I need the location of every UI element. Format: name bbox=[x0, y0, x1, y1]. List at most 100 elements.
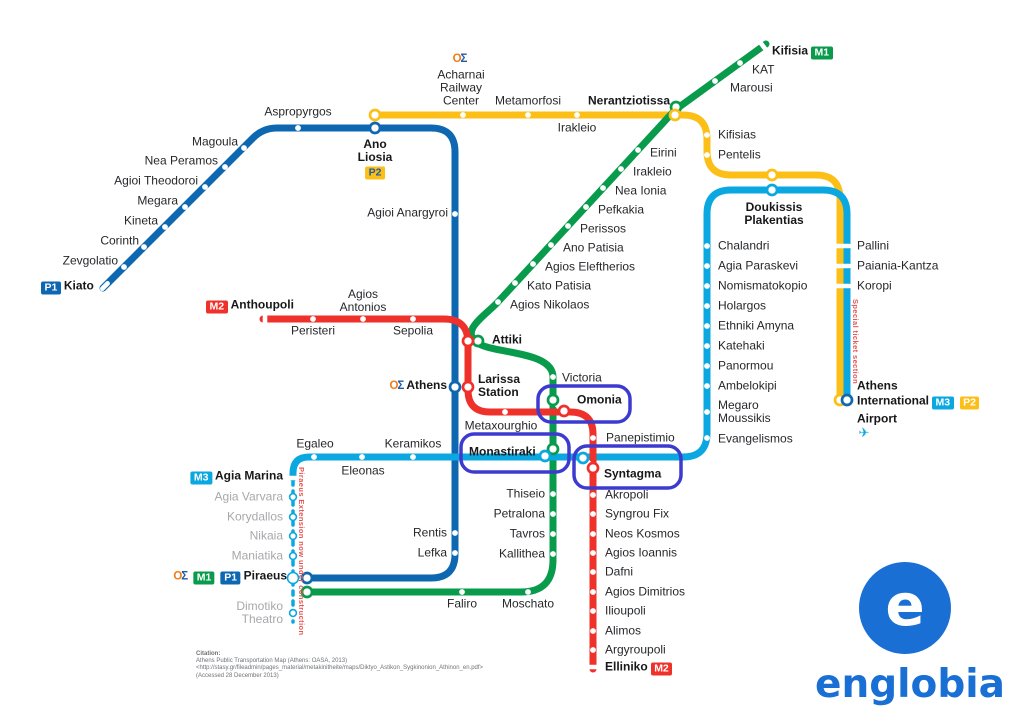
lbl-dimotiko-theatro-line: Dimotiko bbox=[236, 599, 283, 613]
lbl-nerantziotissa: Nerantziotissa bbox=[587, 93, 671, 108]
station-dot bbox=[121, 264, 127, 270]
station-dot bbox=[525, 112, 531, 118]
lbl-ambelokipi: Ambelokipi bbox=[718, 378, 777, 393]
station-dot bbox=[704, 323, 710, 329]
lbl-kato-patisia: Kato Patisia bbox=[527, 278, 592, 293]
lbl-eirini: Eirini bbox=[650, 145, 677, 160]
terminus-dash bbox=[287, 475, 299, 481]
lbl-nikaia: Nikaia bbox=[249, 528, 283, 543]
lbl-perissos: Perissos bbox=[580, 221, 627, 236]
ose-railway-logo-icon: OΣ bbox=[173, 570, 188, 583]
lbl-agioi-anargyroi: Agioi Anargyroi bbox=[367, 205, 448, 220]
station-dot bbox=[550, 531, 556, 537]
lbl-moschato: Moschato bbox=[501, 596, 555, 611]
ose-sigma: Σ bbox=[397, 380, 404, 392]
lbl-egaleo: Egaleo bbox=[296, 436, 334, 451]
station-dot bbox=[550, 374, 556, 380]
station-dot bbox=[704, 263, 710, 269]
station-dot bbox=[590, 647, 596, 653]
interchange-ring bbox=[840, 393, 854, 407]
lbl-ano-liosia-badge: P2 bbox=[362, 165, 388, 180]
lbl-rentis: Rentis bbox=[412, 525, 447, 540]
station-dot bbox=[502, 409, 508, 415]
lbl-acharnai-line: Railway bbox=[439, 80, 482, 95]
station-dot bbox=[704, 343, 710, 349]
airplane-icon: ✈ bbox=[858, 425, 870, 440]
lbl-lefka: Lefka bbox=[417, 545, 447, 560]
lbl-airport-line1: Athens bbox=[857, 378, 898, 393]
interchange-ring bbox=[586, 461, 600, 475]
lbl-agios-antonios-line: Agios bbox=[347, 287, 379, 301]
station-dot bbox=[459, 589, 465, 595]
lbl-megaro-moussikis-line: Moussikis bbox=[718, 411, 771, 425]
special-ticket-section-note: Special ticket section bbox=[851, 299, 860, 385]
station-dot bbox=[452, 211, 458, 217]
lbl-zevgolatio: Zevgolatio bbox=[62, 253, 118, 268]
terminus-dash bbox=[834, 283, 852, 289]
lbl-ilioupoli: Ilioupoli bbox=[605, 603, 646, 618]
lbl-ano-patisia: Ano Patisia bbox=[563, 240, 624, 255]
lbl-evangelismos: Evangelismos bbox=[718, 431, 793, 446]
station-dot bbox=[162, 224, 168, 230]
lbl-attiki: Attiki bbox=[492, 332, 522, 347]
lbl-syntagma: Syntagma bbox=[604, 466, 662, 481]
lbl-kallithea: Kallithea bbox=[498, 546, 545, 561]
station-dot bbox=[548, 242, 554, 248]
ose-o: O bbox=[389, 380, 398, 392]
station-dot bbox=[550, 511, 556, 517]
lbl-larissa-station-line: Larissa bbox=[478, 372, 521, 386]
station-dot bbox=[600, 185, 606, 191]
omonia-highlight-box bbox=[536, 384, 632, 424]
ose-sigma: Σ bbox=[181, 570, 188, 583]
lbl-neos-kosmos: Neos Kosmos bbox=[605, 526, 680, 541]
planned-station-ring bbox=[288, 492, 298, 502]
station-dot bbox=[590, 608, 596, 614]
lbl-metamorfosi: Metamorfosi bbox=[494, 93, 562, 108]
interchange-ring bbox=[546, 442, 560, 456]
station-dot bbox=[311, 454, 317, 460]
lbl-panepistimio: Panepistimio bbox=[606, 430, 675, 445]
interchange-ring bbox=[557, 404, 571, 418]
citation-accessed: (Accessed 28 December 2013) bbox=[196, 672, 279, 679]
lbl-ose-acharnai: OΣ bbox=[453, 52, 470, 66]
station-dot bbox=[550, 551, 556, 557]
planned-station-ring bbox=[288, 608, 298, 618]
englobia-logo-mark: e bbox=[859, 562, 951, 654]
lbl-monastiraki: Monastiraki bbox=[469, 444, 536, 459]
lbl-keramikos: Keramikos bbox=[384, 436, 442, 451]
lbl-aspropyrgos: Aspropyrgos bbox=[264, 104, 332, 119]
station-dot bbox=[704, 383, 710, 389]
line-badge-P2: P2 bbox=[365, 166, 385, 180]
station-dot bbox=[525, 589, 531, 595]
line-badge-P2: P2 bbox=[959, 396, 980, 410]
terminus-dash bbox=[262, 313, 268, 325]
lbl-victoria: Victoria bbox=[562, 370, 602, 385]
station-dot bbox=[590, 492, 596, 498]
station-dot bbox=[310, 316, 316, 322]
line-badge-P1: P1 bbox=[220, 571, 241, 585]
monastiraki-highlight-box bbox=[459, 432, 571, 474]
station-dot bbox=[704, 132, 710, 138]
citation-source: Athens Public Transportation Map (Athens… bbox=[196, 658, 348, 665]
station-dot bbox=[583, 204, 589, 210]
station-dot bbox=[704, 152, 710, 158]
station-dot bbox=[704, 435, 710, 441]
station-name-text: Piraeus bbox=[243, 568, 287, 583]
lbl-agia-paraskevi: Agia Paraskevi bbox=[718, 258, 799, 273]
station-name-text: Anthoupoli bbox=[230, 297, 294, 312]
station-dot bbox=[737, 60, 743, 66]
station-dot bbox=[590, 435, 596, 441]
station-dot bbox=[182, 204, 188, 210]
station-dot bbox=[704, 409, 710, 415]
lbl-doukissis-plakentias-line: Doukissis bbox=[745, 200, 803, 214]
